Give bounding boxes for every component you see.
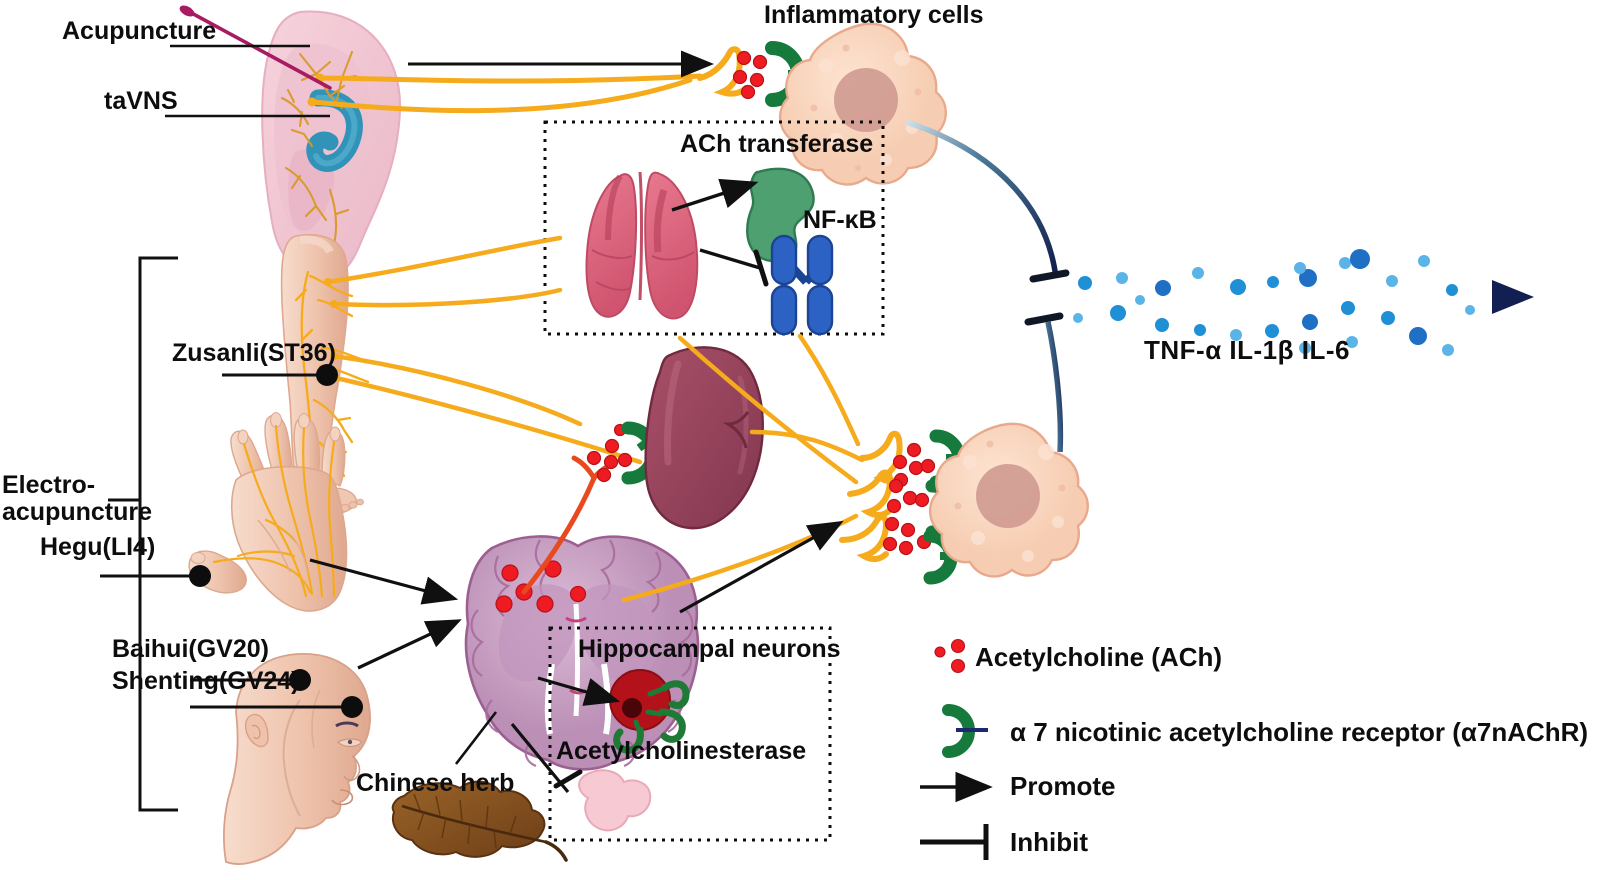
promote-arrow-hand-brain (309, 558, 459, 605)
right-terminal-3 (839, 514, 890, 563)
legend-label-inhibit: Inhibit (1010, 827, 1088, 857)
promote-arrow-hippo (537, 676, 621, 706)
legend-ach-icon (934, 638, 966, 674)
cytokine-dot (1078, 276, 1092, 290)
cytokine-dot (1381, 311, 1395, 325)
label-ach-transferase: ACh transferase (680, 130, 874, 158)
macrophage-cell-icon (779, 22, 947, 186)
label-chinese-herb: Chinese herb (356, 769, 515, 797)
cytokine-dot (1194, 324, 1206, 336)
nerve-spleen-right (749, 429, 865, 463)
hippocampal-panel (548, 626, 832, 842)
cytokine-dot (1339, 257, 1351, 269)
nerve-box-right (677, 335, 859, 485)
lungs-icon (585, 171, 699, 320)
legend-label-promote: Promote (1010, 771, 1116, 801)
label-baihui: Baihui(GV20) (112, 635, 269, 663)
ach-dots-top (732, 50, 768, 100)
cytokine-dot (1230, 279, 1246, 295)
cytokine-dot (1135, 295, 1145, 305)
cytokine-dot (1418, 255, 1430, 267)
cytokine-dot (1230, 329, 1242, 341)
cytokine-dot (1155, 318, 1169, 332)
label-hippocampal-neurons: Hippocampal neurons (578, 635, 841, 663)
legend-label-ach: Acetylcholine (ACh) (975, 642, 1223, 672)
cytokine-dot (1346, 336, 1358, 348)
label-nfkb: NF-κB (803, 206, 877, 234)
label-hegu: Hegu(LI4) (40, 533, 156, 561)
ear-icon (261, 10, 703, 278)
cytokine-dots (1073, 249, 1475, 356)
inhibit-line-nfkb (699, 248, 761, 270)
inhibit-curve-top (905, 119, 1059, 279)
cytokine-dot (1302, 314, 1318, 330)
promote-arrow-head-brain (357, 619, 462, 670)
inhibit-line-ache (510, 722, 570, 794)
nerve-lung-right (797, 333, 861, 447)
ach-transferase-panel (543, 120, 885, 336)
label-zusanli: Zusanli(ST36) (172, 339, 336, 367)
macrophage-cell-right (929, 422, 1089, 578)
spleen-icon (644, 346, 764, 530)
inhibit-curve-bottom (1045, 321, 1064, 453)
label-electro-acupuncture: Electro- acupuncture (2, 472, 152, 526)
leader-chinese-herb (454, 711, 498, 765)
hand-icon (188, 412, 348, 612)
label-tavns: taVNS (104, 87, 178, 115)
legend-receptor-icon (942, 704, 988, 758)
cytokine-dot (1110, 305, 1126, 321)
cytokine-dot (1465, 305, 1475, 315)
right-terminal-2 (847, 469, 894, 519)
cytokine-dot (1265, 324, 1279, 338)
cytokine-arrow-icon (1056, 280, 1534, 314)
acetylcholinesterase-blob-icon (578, 769, 652, 832)
herb-leaf-icon (391, 780, 568, 862)
cytokine-dot (1267, 276, 1279, 288)
ach-dots-right (882, 442, 936, 556)
label-ea-line2: acupuncture (2, 498, 153, 526)
electro-acupuncture-bracket (108, 256, 178, 812)
acupoint-gv24 (341, 696, 363, 718)
promote-arrow-achat (671, 178, 759, 212)
cytokine-dot (1155, 280, 1171, 296)
label-acetylcholinesterase: Acetylcholinesterase (556, 737, 807, 765)
hippocampal-neuron-icon (609, 669, 690, 754)
cytokine-dot (1409, 327, 1427, 345)
label-cytokines: TNF-α IL-1β IL-6 (1144, 335, 1350, 365)
label-ea-line1: Electro- (2, 471, 96, 499)
acupoint-st36 (316, 364, 338, 386)
label-shenting: Shenting(GV24) (112, 667, 300, 695)
cytokine-dot (1294, 262, 1306, 274)
label-acupuncture: Acupuncture (62, 17, 217, 45)
promote-arrow-brain-right (679, 520, 844, 614)
legend-label-receptor: α 7 nicotinic acetylcholine receptor (α7… (1010, 717, 1589, 747)
acupoint-li4 (189, 565, 211, 587)
acupoint-gv20 (289, 669, 311, 691)
cytokine-dot (1350, 249, 1370, 269)
acupuncture-needle-icon (179, 5, 332, 90)
vagus-red-nerve (521, 475, 597, 595)
cytokine-dot (1299, 342, 1311, 354)
cytokine-dot (1341, 301, 1355, 315)
cytokine-dot (1073, 313, 1083, 323)
label-inflammatory-cells: Inflammatory cells (764, 1, 984, 29)
cytokine-dot (1442, 344, 1454, 356)
cytokine-dot (1386, 275, 1398, 287)
cytokine-dot (1192, 267, 1204, 279)
nfkb-dimer-icon (770, 234, 834, 336)
cytokine-dot (1116, 272, 1128, 284)
cytokine-dot (1299, 269, 1317, 287)
cytokine-dot (1446, 284, 1458, 296)
legend-inhibit-icon (920, 824, 989, 860)
